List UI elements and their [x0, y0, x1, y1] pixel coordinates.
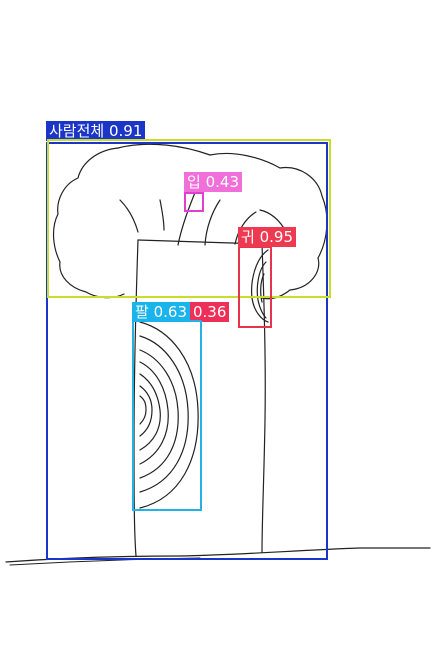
partial-tag: 0.36 [190, 302, 230, 322]
arm-score: 0.63 [153, 303, 187, 321]
mouth-label: 입 [187, 173, 201, 191]
ear-label: 귀 [241, 228, 255, 246]
ear-tag: 귀 0.95 [238, 227, 296, 247]
ear-box [238, 246, 272, 328]
canopy-box [47, 139, 331, 298]
mouth-box [184, 192, 204, 212]
arm-box [132, 320, 202, 511]
arm-tag: 팔 0.63 [132, 302, 190, 322]
person-tag: 사람전체 0.91 [46, 121, 146, 141]
arm-label: 팔 [135, 303, 149, 321]
person-label: 사람전체 [49, 122, 105, 140]
mouth-score: 0.43 [205, 173, 239, 191]
person-box [46, 142, 328, 560]
mouth-tag: 입 0.43 [184, 172, 242, 192]
partial-score: 0.36 [193, 303, 227, 321]
person-score: 0.91 [108, 122, 143, 140]
ear-score: 0.95 [259, 228, 293, 246]
